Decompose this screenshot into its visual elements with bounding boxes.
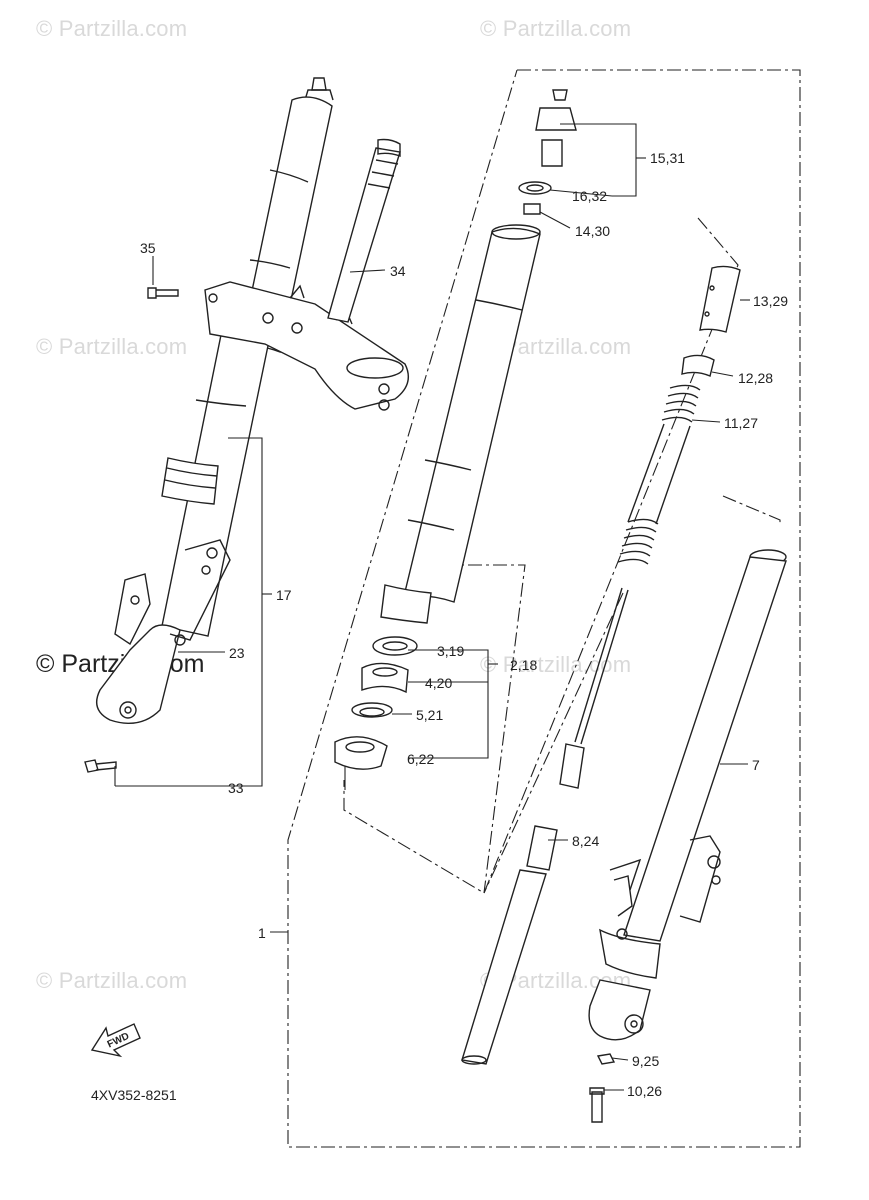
leader-lines xyxy=(114,123,750,1091)
callout-35: 35 xyxy=(140,240,156,256)
watermark-bottom-left: © Partzilla.com xyxy=(36,968,188,993)
callout-12-28: 12,28 xyxy=(738,370,773,386)
callout-8-24: 8,24 xyxy=(572,833,599,849)
watermark-mid-left: © Partzilla.com xyxy=(36,334,188,359)
fork-assembly-left xyxy=(84,77,409,773)
callout-3-19: 3,19 xyxy=(437,643,464,659)
callout-13-29: 13,29 xyxy=(753,293,788,309)
callout-34: 34 xyxy=(390,263,406,279)
spring-upper xyxy=(627,384,701,525)
callout-2-18: 2,18 xyxy=(510,657,537,673)
callout-10-26: 10,26 xyxy=(627,1083,662,1099)
fwd-arrow-icon: FWD xyxy=(90,1023,141,1058)
inner-tube-right xyxy=(588,549,787,1123)
callout-14-30: 14,30 xyxy=(575,223,610,239)
callout-33: 33 xyxy=(228,780,244,796)
callout-labels: 15,31 16,32 14,30 34 35 13,29 12,28 11,2… xyxy=(140,150,788,1099)
callout-23: 23 xyxy=(229,645,245,661)
callout-1: 1 xyxy=(258,925,266,941)
callout-17: 17 xyxy=(276,587,292,603)
spring-lower xyxy=(617,518,659,565)
watermark-top-left: © Partzilla.com xyxy=(36,16,188,41)
callout-11-27: 11,27 xyxy=(724,415,758,431)
callout-15-31: 15,31 xyxy=(650,150,685,166)
watermark-top-right: © Partzilla.com xyxy=(480,16,632,41)
damper-and-springs xyxy=(461,265,741,1065)
drawing-code: 4XV352-8251 xyxy=(91,1087,177,1103)
callout-9-25: 9,25 xyxy=(632,1053,659,1069)
callout-5-21: 5,21 xyxy=(416,707,443,723)
callout-6-22: 6,22 xyxy=(407,751,434,767)
callout-16-32: 16,32 xyxy=(572,188,607,204)
callout-4-20: 4,20 xyxy=(425,675,452,691)
inner-tube-parts xyxy=(334,89,577,770)
callout-7: 7 xyxy=(752,757,760,773)
